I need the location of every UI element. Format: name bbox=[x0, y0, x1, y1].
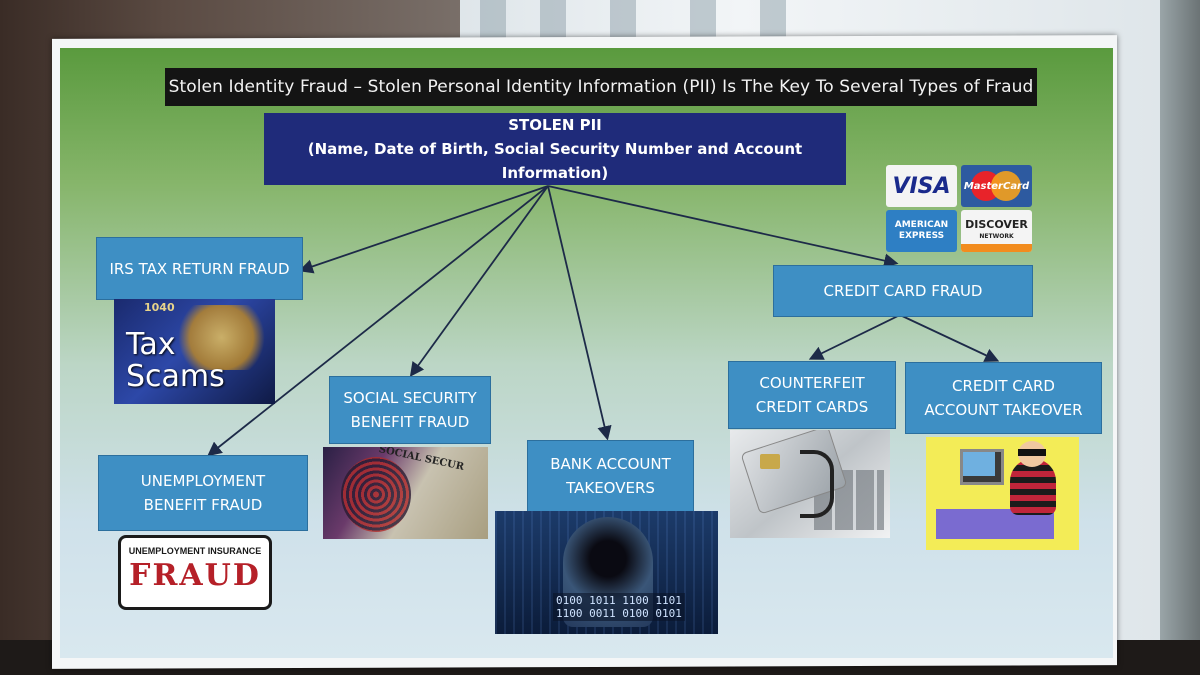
fishing-hook-icon bbox=[800, 450, 834, 518]
discover-logo: DISCOVER NETWORK bbox=[961, 210, 1032, 252]
discover-network-text: NETWORK bbox=[979, 233, 1014, 240]
arrow-to-social-security bbox=[409, 185, 549, 377]
scams-word: Scams bbox=[126, 359, 225, 394]
monitor-screen bbox=[963, 452, 995, 476]
arrow-to-counterfeit bbox=[808, 314, 901, 360]
counterfeit-cards-box: COUNTERFEIT CREDIT CARDS bbox=[728, 361, 896, 429]
unemployment-label-1: UNEMPLOYMENT bbox=[140, 472, 266, 490]
visa-logo: VISA bbox=[886, 165, 957, 207]
social-security-fraud-box: SOCIAL SECURITY BENEFIT FRAUD bbox=[329, 376, 491, 444]
irs-tax-fraud-box: IRS TAX RETURN FRAUD bbox=[96, 237, 303, 300]
irs-tax-fraud-label: IRS TAX RETURN FRAUD bbox=[109, 259, 290, 278]
arrow-to-credit-card bbox=[547, 185, 899, 268]
takeover-label-1: CREDIT CARD bbox=[952, 377, 1055, 395]
tax-scams-image: 1040 Tax Scams bbox=[114, 299, 275, 404]
amex-text-1: AMERICAN bbox=[894, 220, 949, 230]
tax-form-number: 1040 bbox=[144, 301, 175, 314]
arrow-to-unemployment bbox=[207, 185, 549, 457]
binary-line-2: 1100 0011 0100 0101 bbox=[556, 607, 682, 620]
mastercard-text: MasterCard bbox=[963, 180, 1030, 192]
burglar-mask bbox=[1018, 449, 1046, 456]
stolen-pii-box: STOLEN PII (Name, Date of Birth, Social … bbox=[264, 113, 846, 185]
bank-account-box: BANK ACCOUNT TAKEOVERS bbox=[527, 440, 694, 512]
window-frame bbox=[1160, 0, 1200, 675]
arrow-to-irs bbox=[298, 185, 549, 274]
poster-title: Stolen Identity Fraud – Stolen Personal … bbox=[165, 68, 1037, 106]
arrow-to-takeover bbox=[899, 314, 1000, 362]
visa-text: VISA bbox=[892, 173, 951, 199]
credit-card-fraud-box: CREDIT CARD FRAUD bbox=[773, 265, 1033, 317]
mastercard-yellow-circle bbox=[991, 171, 1021, 201]
unemployment-fraud-stamp: UNEMPLOYMENT INSURANCE FRAUD bbox=[118, 535, 272, 610]
amex-text-2: EXPRESS bbox=[898, 231, 945, 241]
counterfeit-label-1: COUNTERFEIT bbox=[759, 374, 865, 392]
counterfeit-label-2: CREDIT CARDS bbox=[755, 398, 869, 416]
account-takeover-image bbox=[926, 437, 1079, 550]
mastercard-logo: MasterCard bbox=[961, 165, 1032, 207]
bank-account-label-1: BANK ACCOUNT bbox=[550, 455, 671, 473]
stolen-pii-detail: (Name, Date of Birth, Social Security Nu… bbox=[307, 140, 803, 182]
binary-line-1: 0100 1011 1100 1101 bbox=[556, 594, 682, 607]
discover-text: DISCOVER bbox=[965, 218, 1028, 231]
counterfeit-card-image bbox=[730, 430, 890, 538]
stolen-pii-title: STOLEN PII bbox=[508, 116, 602, 134]
social-security-image: SOCIAL SECUR bbox=[323, 447, 488, 539]
credit-card-fraud-label: CREDIT CARD FRAUD bbox=[823, 282, 983, 300]
unemployment-fraud-box: UNEMPLOYMENT BENEFIT FRAUD bbox=[98, 455, 308, 531]
discover-orange-band bbox=[961, 244, 1032, 252]
social-security-label-2: BENEFIT FRAUD bbox=[350, 413, 470, 431]
tax-word: Tax bbox=[126, 327, 176, 362]
takeover-label-2: ACCOUNT TAKEOVER bbox=[924, 401, 1083, 419]
amex-logo: AMERICAN EXPRESS bbox=[886, 210, 957, 252]
hacker-image: 0100 1011 1100 1101 1100 0011 0100 0101 bbox=[495, 511, 718, 634]
social-security-label-1: SOCIAL SECURITY bbox=[343, 389, 477, 407]
card-chip-icon bbox=[760, 454, 780, 469]
burglar-icon bbox=[1010, 459, 1056, 515]
fingerprint-icon bbox=[341, 457, 411, 532]
account-takeover-box: CREDIT CARD ACCOUNT TAKEOVER bbox=[905, 362, 1102, 434]
unemployment-label-2: BENEFIT FRAUD bbox=[143, 496, 263, 514]
tax-gold-graphic bbox=[174, 305, 269, 370]
stamp-fraud-text: FRAUD bbox=[129, 558, 261, 593]
arrow-to-bank bbox=[547, 185, 612, 441]
bank-account-label-2: TAKEOVERS bbox=[566, 479, 655, 497]
binary-text: 0100 1011 1100 1101 1100 0011 0100 0101 bbox=[553, 593, 685, 621]
stamp-small-text: UNEMPLOYMENT INSURANCE bbox=[128, 546, 262, 556]
